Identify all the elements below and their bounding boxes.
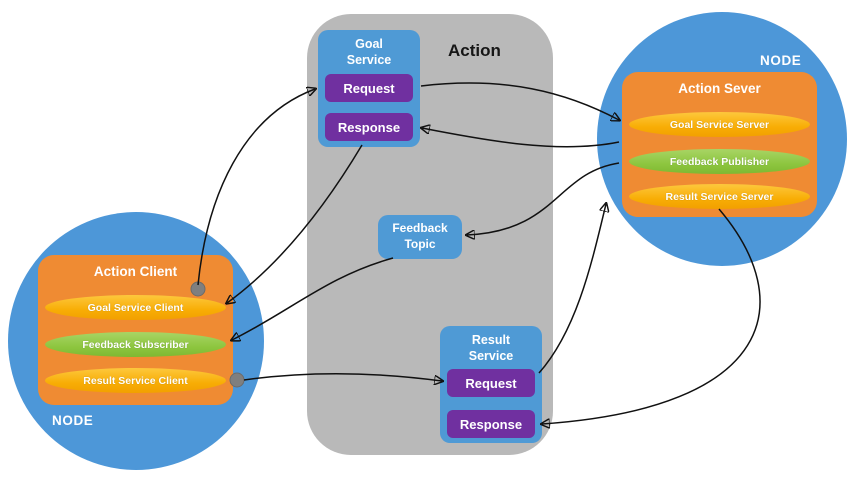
action-server-title: Action Sever (678, 81, 761, 96)
action-client-title: Action Client (93, 264, 178, 279)
feedback-subscriber-pill: Feedback Subscriber (45, 332, 226, 357)
feedback-topic-box: Feedback Topic (378, 215, 462, 259)
goal-service-title: Goal Service (346, 37, 392, 67)
feedback-topic-title: Feedback Topic (392, 221, 448, 251)
result-request-box: Request (447, 369, 535, 397)
goal-service-client-pill: Goal Service Client (45, 295, 226, 320)
feedback-publisher-pill: Feedback Publisher (629, 149, 810, 174)
action-client-box: Action Client Goal Service Client Feedba… (38, 255, 233, 405)
result-service-title: Result Service (468, 333, 514, 363)
action-server-box: Action Sever Goal Service Server Feedbac… (622, 72, 817, 217)
client-node-label: NODE (52, 413, 94, 428)
result-response-box: Response (447, 410, 535, 438)
result-service-box: Result Service Request Response (440, 326, 542, 443)
goal-service-box: Goal Service Request Response (318, 30, 420, 147)
action-panel-title: Action (448, 41, 501, 60)
goal-request-box: Request (325, 74, 413, 102)
result-service-server-pill: Result Service Server (629, 184, 810, 209)
server-node-label: NODE (760, 53, 802, 68)
goal-service-server-pill: Goal Service Server (629, 112, 810, 137)
goal-response-box: Response (325, 113, 413, 141)
result-service-client-pill: Result Service Client (45, 368, 226, 393)
